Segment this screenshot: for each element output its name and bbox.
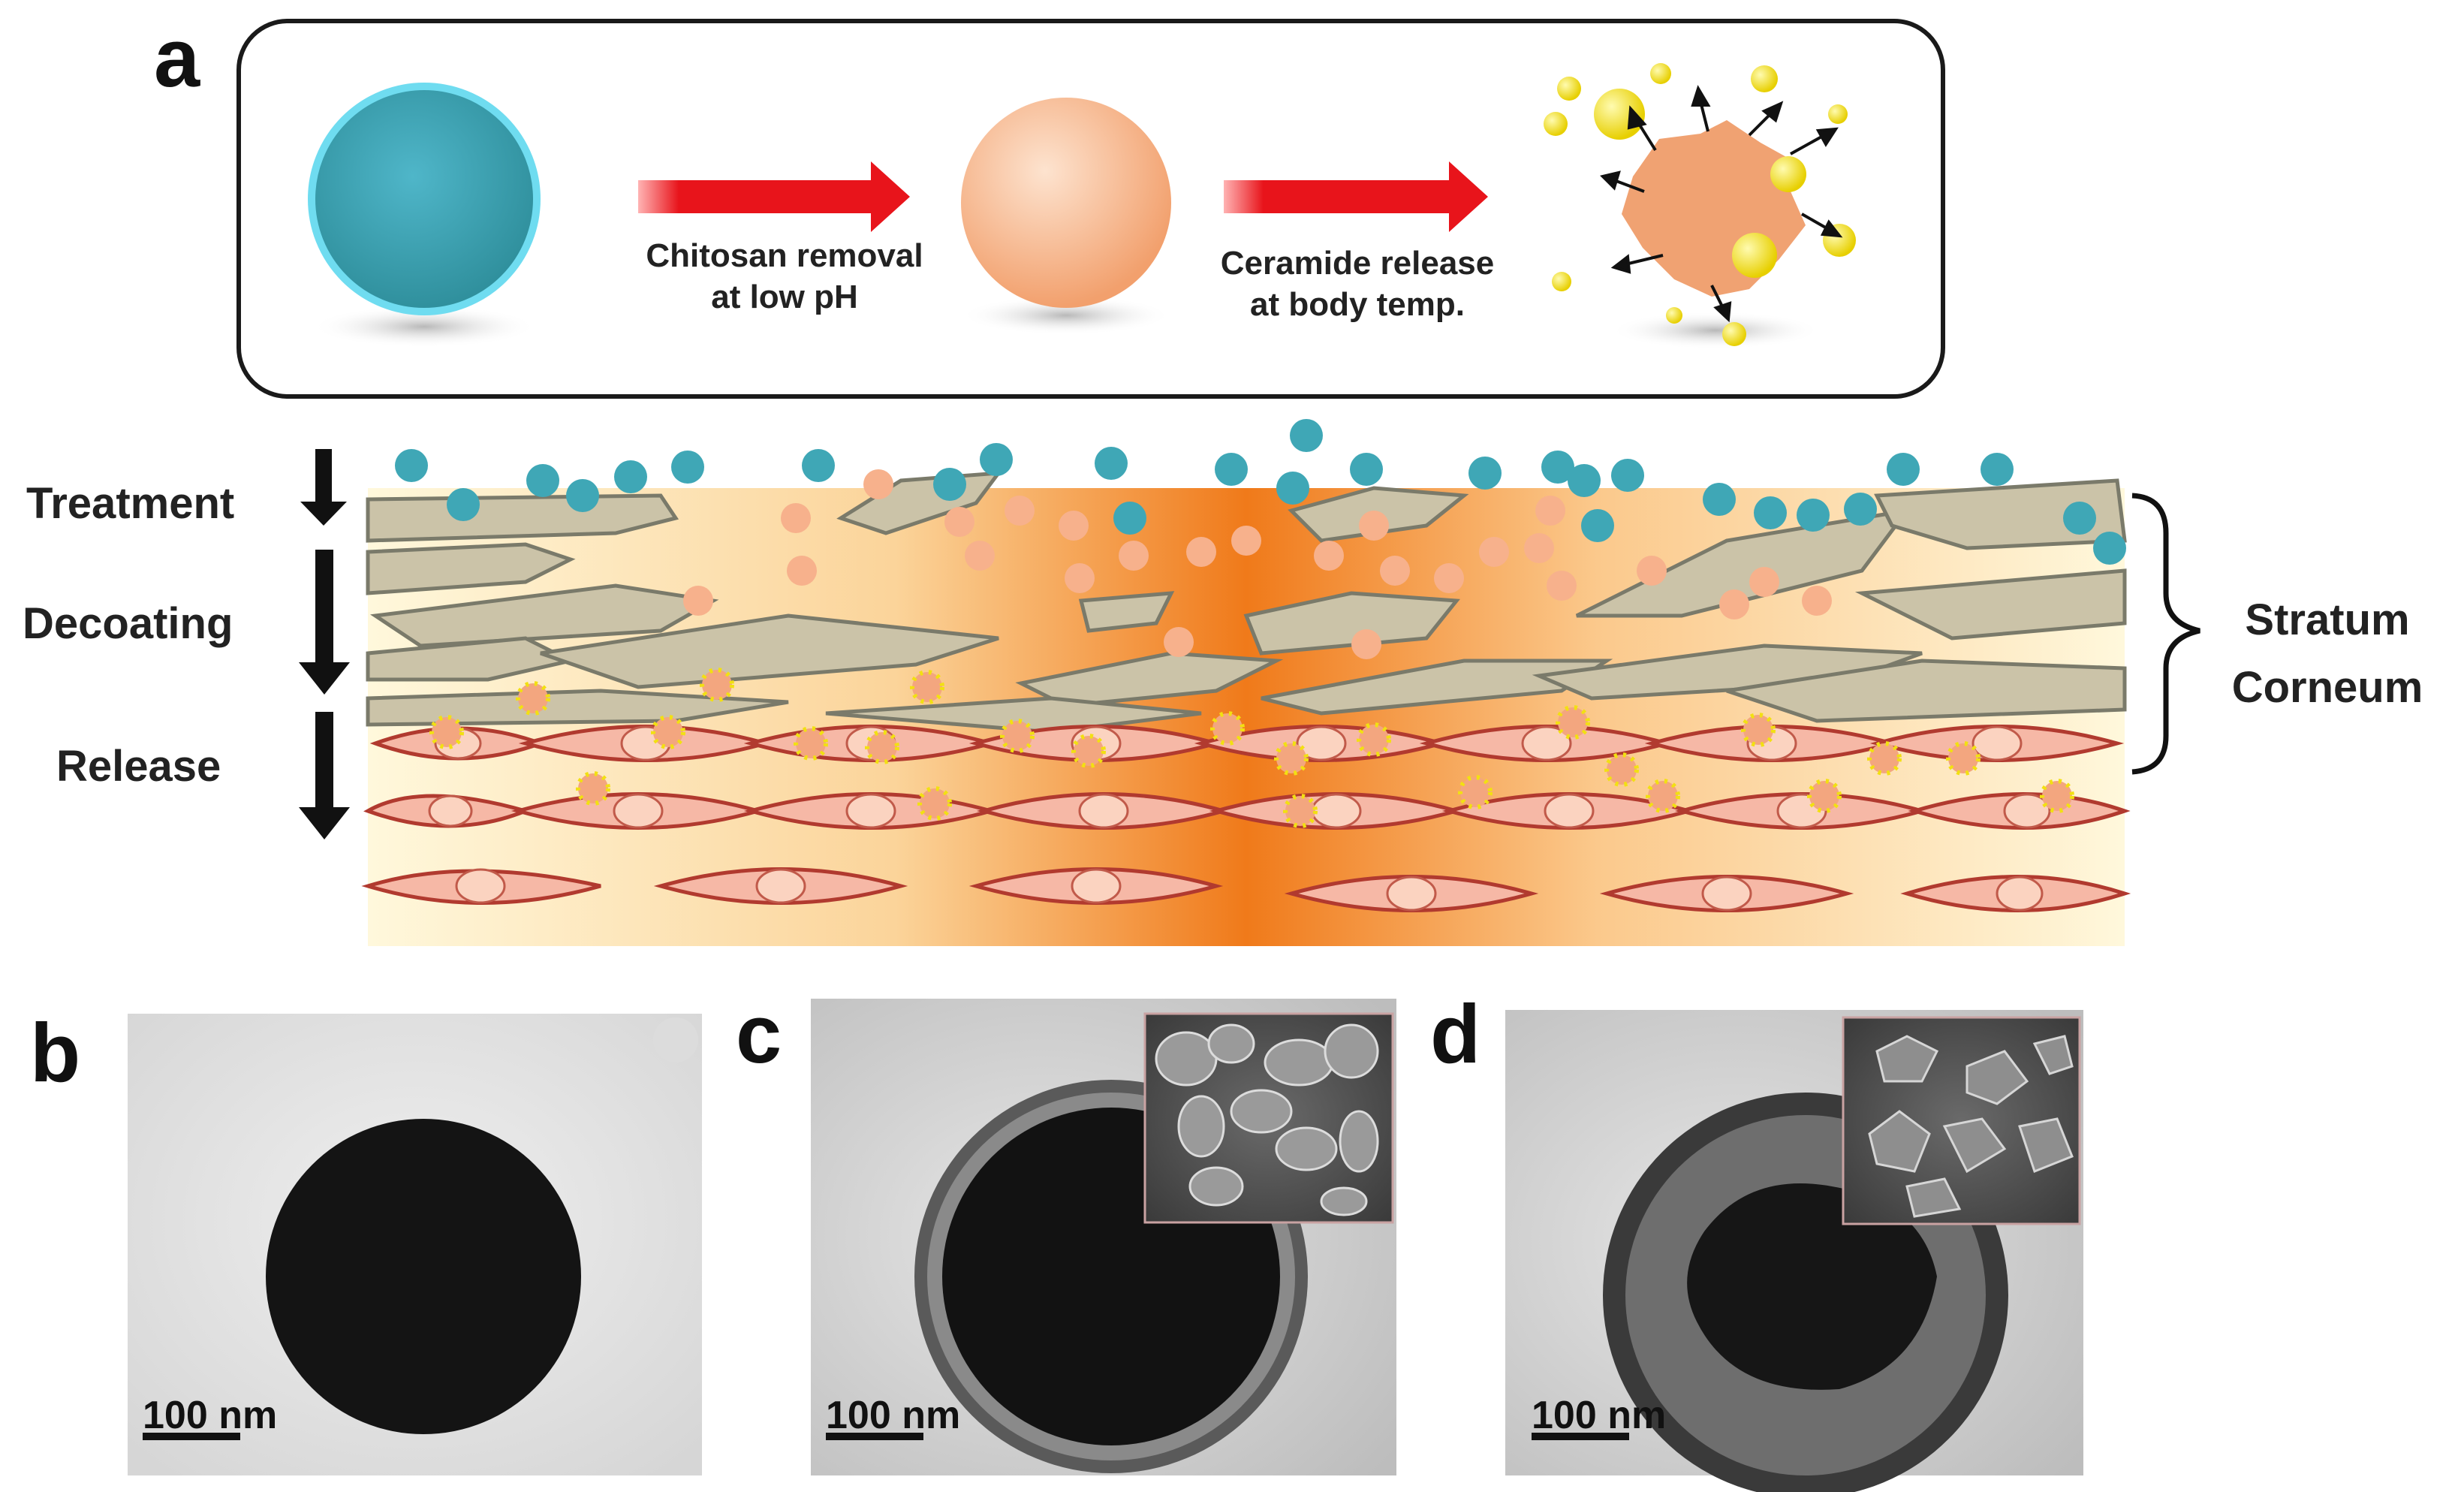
panel-d-tem-image: 100 nm <box>1505 1010 2083 1492</box>
particle-shadow <box>1610 312 1821 349</box>
sem-inset-particles <box>1155 1023 1379 1216</box>
artifact-spot <box>653 1017 698 1062</box>
treatment-arrow <box>300 449 347 526</box>
scale-bar <box>1532 1433 1629 1440</box>
corneocyte <box>1874 478 2127 550</box>
decoated-particles <box>683 469 1832 659</box>
release-arrow <box>299 712 350 839</box>
corneocyte <box>540 613 999 689</box>
low-ph-label: at low pH <box>711 279 858 315</box>
panel-b-tem-image: 100 nm <box>128 1014 702 1475</box>
stage-release-label: Release <box>56 742 221 791</box>
corneocyte <box>366 689 789 727</box>
panel-c-letter: c <box>736 988 782 1081</box>
stratum-label: Stratum <box>2245 595 2409 644</box>
ceramide-droplet <box>1751 65 1778 92</box>
arrow-chitosan-removal <box>638 161 910 232</box>
ceramide-droplet <box>1544 112 1568 136</box>
chitosan-removal-label: Chitosan removal <box>646 237 923 274</box>
scale-bar-label: 100 nm <box>826 1394 960 1437</box>
panel-d-letter: d <box>1430 988 1481 1081</box>
body-temp-label: at body temp. <box>1250 286 1465 323</box>
corneocyte <box>366 636 577 682</box>
scale-bar <box>826 1433 923 1440</box>
scale-bar-label: 100 nm <box>1532 1394 1666 1437</box>
chitosan-coated-particles <box>395 419 2126 565</box>
nanoparticle-core <box>1687 1183 1937 1390</box>
stage-decoating-label: Decoating <box>23 599 233 648</box>
corneocyte <box>366 542 576 595</box>
corneocyte <box>1854 568 2127 641</box>
ceramide-droplet <box>1666 307 1682 324</box>
ceramide-droplet <box>1828 104 1848 124</box>
panel-b-letter: b <box>30 1007 80 1099</box>
stratum-corneum-corneocytes <box>366 471 2127 734</box>
panel-a-letter: a <box>154 12 200 104</box>
corneocyte <box>1575 508 1911 618</box>
nanoparticle <box>266 1119 581 1434</box>
skin-schematic <box>361 419 2131 946</box>
arrow-ceramide-release <box>1224 161 1488 232</box>
cell-nuclei <box>428 725 2051 912</box>
releasing-particles <box>429 668 2074 828</box>
ceramide-droplet <box>1650 63 1671 84</box>
stratum-corneum-bracket <box>2131 493 2200 775</box>
corneocyte <box>825 696 1202 734</box>
scale-bar <box>143 1433 240 1440</box>
ceramide-droplet <box>1770 156 1806 192</box>
ceramide-droplet <box>1732 233 1777 278</box>
stage-treatment-label: Treatment <box>26 479 234 528</box>
ceramide-particle <box>961 98 1171 308</box>
ceramide-droplet <box>1722 322 1746 346</box>
corneum-label: Corneum <box>2232 663 2423 712</box>
ceramide-droplet <box>1557 77 1581 101</box>
ceramide-release-label: Ceramide release <box>1221 245 1494 282</box>
release-direction-arrows <box>1600 85 1843 323</box>
corneocyte <box>370 583 719 648</box>
sem-inset-particles <box>1868 1035 2074 1218</box>
decoating-arrow <box>299 550 350 695</box>
chitosan-coated-particle <box>308 83 541 315</box>
particle-shadow <box>312 306 537 348</box>
viable-epidermis-cells <box>361 725 2131 912</box>
scale-bar-label: 100 nm <box>143 1394 277 1437</box>
corneocyte <box>1243 591 1460 656</box>
panel-c-tem-image: 100 nm <box>811 999 1396 1475</box>
particle-shadow <box>961 296 1171 335</box>
corneocyte <box>366 493 679 543</box>
corneocyte <box>1078 591 1175 633</box>
corneocyte <box>1726 659 2127 723</box>
ceramide-droplet <box>1552 272 1571 291</box>
